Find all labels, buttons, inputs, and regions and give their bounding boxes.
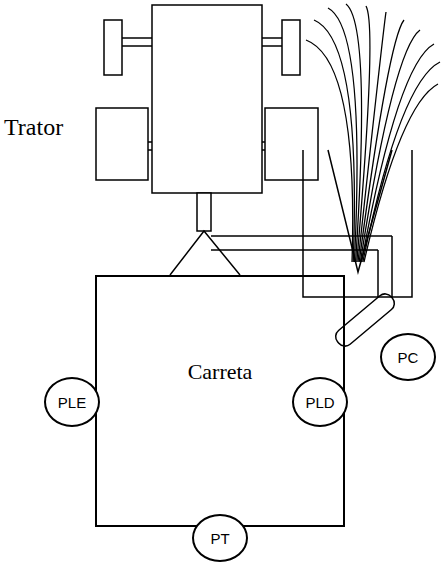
rear-wheel [265, 108, 318, 180]
sensor-label: PC [398, 349, 419, 366]
wagon-label: Carreta [188, 359, 253, 385]
tractor-body [152, 5, 262, 193]
crop-plants [306, 4, 440, 262]
sensor-label: PLE [58, 394, 86, 411]
sensor-circle: PLE [44, 377, 100, 427]
drawbar [197, 193, 211, 231]
crop-leaf [357, 6, 370, 262]
front-axle [122, 45, 152, 47]
tractor-label: Trator [4, 114, 63, 141]
sensor-circle: PLD [292, 377, 348, 427]
rear-wheel [96, 108, 148, 180]
sensor-circle: PT [192, 514, 248, 562]
crop-leaf [364, 84, 438, 262]
hitch-triangle [170, 231, 240, 275]
crop-leaf [346, 4, 362, 262]
crop-leaf [328, 8, 357, 262]
crop-leaf [360, 30, 420, 262]
front-wheel [104, 20, 122, 75]
front-axle [122, 37, 152, 39]
crop-leaf [306, 40, 353, 262]
crop-leaf [314, 20, 354, 262]
front-wheel [282, 20, 300, 75]
harvester-arm [391, 236, 393, 300]
crop-leaf [358, 12, 386, 262]
crop-leaf [363, 62, 440, 262]
front-axle [262, 37, 282, 39]
sensor-label: PT [210, 530, 229, 547]
sensor-circle: PC [380, 333, 436, 381]
sensor-label: PLD [305, 394, 334, 411]
front-axle [262, 45, 282, 47]
